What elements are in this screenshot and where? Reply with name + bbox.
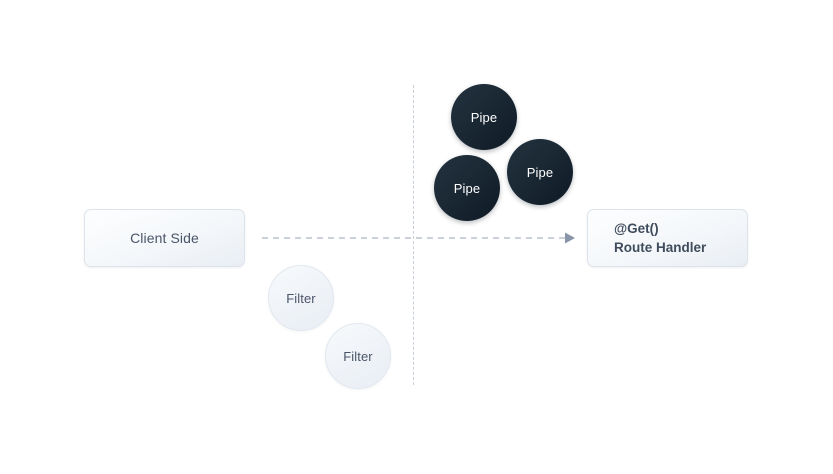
flow-arrow-head: [565, 232, 575, 244]
vertical-dashed-divider: [413, 85, 414, 385]
filter-node[interactable]: Filter: [325, 323, 391, 389]
request-flow-arrow: [262, 232, 575, 244]
route-handler-label: Route Handler: [614, 240, 707, 255]
pipe-label: Pipe: [526, 164, 554, 180]
filter-label: Filter: [286, 290, 316, 306]
pipe-label: Pipe: [453, 180, 481, 196]
client-side-label: Client Side: [130, 230, 199, 246]
filter-node[interactable]: Filter: [268, 265, 334, 331]
client-side-node[interactable]: Client Side: [84, 209, 245, 267]
filter-label: Filter: [343, 348, 373, 364]
pipe-label: Pipe: [470, 109, 498, 125]
pipe-node[interactable]: Pipe: [434, 155, 500, 221]
route-handler-text-group: @Get() Route Handler: [614, 219, 706, 257]
route-handler-node[interactable]: @Get() Route Handler: [587, 209, 748, 267]
pipe-node[interactable]: Pipe: [451, 84, 517, 150]
route-handler-decorator: @Get(): [614, 221, 659, 236]
pipe-node[interactable]: Pipe: [507, 139, 573, 205]
